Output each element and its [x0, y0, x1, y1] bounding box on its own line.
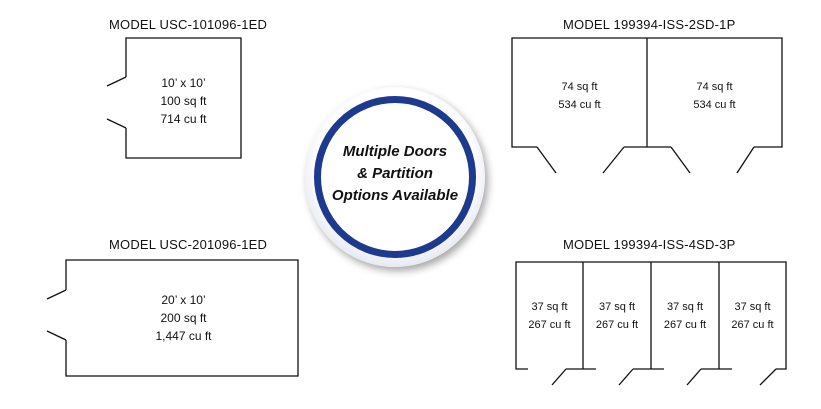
volume-label: 534 cu ft [693, 99, 736, 111]
badge-line-2: & Partition [357, 165, 433, 182]
volume-label: 534 cu ft [558, 99, 601, 111]
area-label: 37 sq ft [666, 301, 704, 313]
badge-line-1: Multiple Doors [342, 143, 448, 160]
plan-usc-201096-specs: 20’ x 10’ 200 sq ft 1,447 cu ft [126, 291, 241, 345]
volume-label: 267 cu ft [528, 319, 571, 331]
model-title-usc-101096: MODEL USC-101096-1ED [109, 17, 268, 32]
iss-4sd-room-4-specs: 37 sq ft 267 cu ft [719, 298, 786, 334]
model-title-usc-201096: MODEL USC-201096-1ED [109, 237, 268, 252]
iss-2sd-room-1-specs: 74 sq ft 534 cu ft [512, 78, 647, 114]
badge-ring [314, 96, 476, 258]
iss-4sd-room-3-specs: 37 sq ft 267 cu ft [651, 298, 719, 334]
volume-label: 267 cu ft [595, 319, 639, 331]
dimensions-label: 20’ x 10’ [161, 293, 206, 307]
badge-line-3: Options Available [331, 187, 459, 204]
area-label: 74 sq ft [561, 81, 598, 93]
area-label: 37 sq ft [531, 301, 568, 313]
dimensions-label: 10’ x 10’ [161, 76, 206, 90]
plan-usc-101096-specs: 10’ x 10’ 100 sq ft 714 cu ft [126, 74, 241, 128]
area-label: 100 sq ft [160, 94, 207, 108]
area-label: 37 sq ft [734, 301, 771, 313]
badge-text: Multiple Doors & Partition Options Avail… [305, 141, 485, 207]
volume-label: 714 cu ft [160, 112, 207, 126]
model-title-iss-4sd: MODEL 199394-ISS-4SD-3P [563, 237, 736, 252]
plan-usc-201096-outline [46, 259, 299, 377]
volume-label: 1,447 cu ft [155, 329, 212, 343]
door-swing [536, 146, 557, 174]
plan-iss-4sd-outline [515, 261, 787, 386]
volume-label: 267 cu ft [663, 319, 707, 331]
plan-iss-2sd-outline [511, 37, 783, 174]
iss-4sd-room-2-specs: 37 sq ft 267 cu ft [583, 298, 651, 334]
options-badge: Multiple Doors & Partition Options Avail… [305, 87, 485, 267]
iss-2sd-room-2-specs: 74 sq ft 534 cu ft [647, 78, 782, 114]
area-label: 200 sq ft [160, 311, 207, 325]
volume-label: 267 cu ft [731, 319, 774, 331]
plan-usc-101096-outline [106, 37, 242, 159]
area-label: 37 sq ft [598, 301, 636, 313]
iss-4sd-room-1-specs: 37 sq ft 267 cu ft [516, 298, 583, 334]
area-label: 74 sq ft [696, 81, 733, 93]
model-title-iss-2sd: MODEL 199394-ISS-2SD-1P [563, 17, 736, 32]
